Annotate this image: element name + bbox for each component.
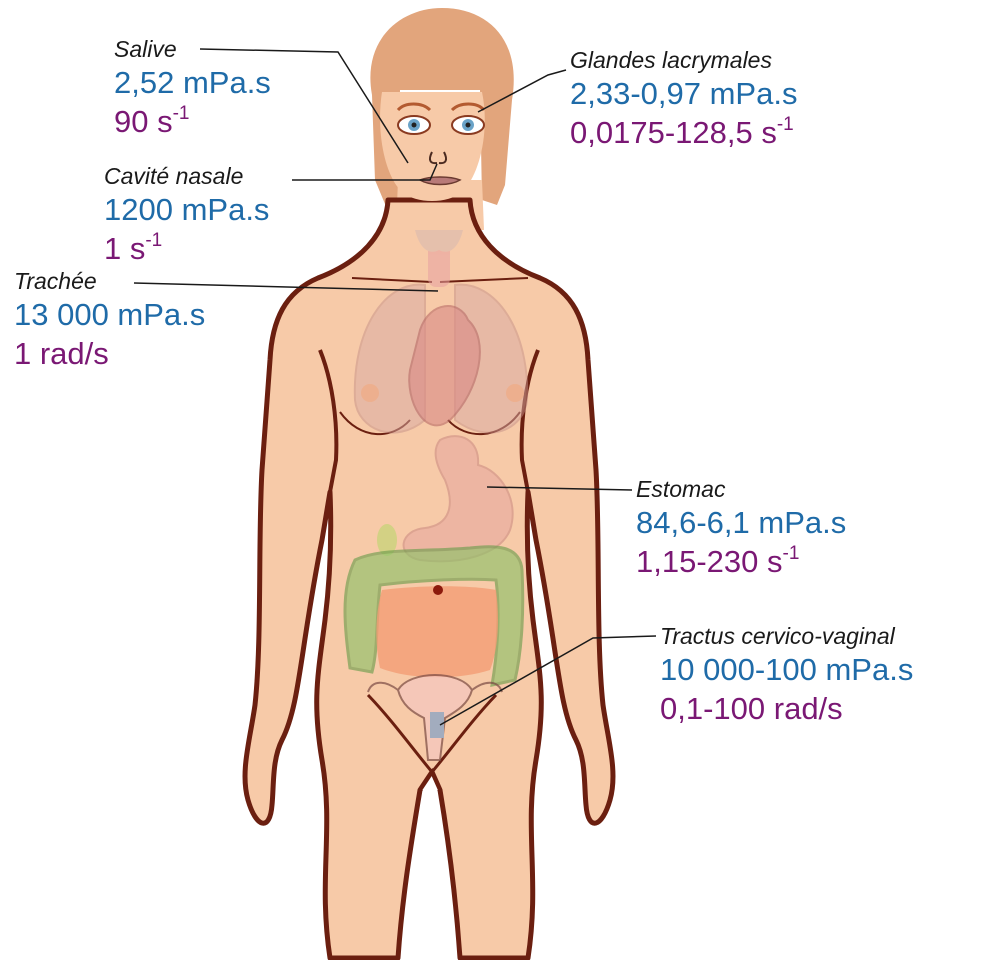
viscosity-value: 2,52 mPa.s [114, 67, 271, 98]
annotation-vaginal: Tractus cervico-vaginal 10 000-100 mPa.s… [660, 625, 913, 724]
viscosity-value: 10 000-100 mPa.s [660, 654, 913, 685]
shear-rate-text: 1 s [104, 231, 145, 266]
shear-rate-value: 1 s-1 [104, 233, 269, 264]
viscosity-value: 1200 mPa.s [104, 194, 269, 225]
nipple-right [506, 384, 524, 402]
shear-rate-text: 90 s [114, 104, 173, 139]
shear-rate-exponent: -1 [145, 230, 162, 251]
viscosity-value: 84,6-6,1 mPa.s [636, 507, 846, 538]
small-intestine [376, 586, 498, 677]
shear-rate-text: 0,0175-128,5 s [570, 115, 777, 150]
viscosity-value: 13 000 mPa.s [14, 299, 205, 330]
shear-rate-exponent: -1 [173, 103, 190, 124]
organ-label: Glandes lacrymales [570, 49, 797, 72]
shear-rate-value: 0,0175-128,5 s-1 [570, 117, 797, 148]
shear-rate-text: 1 rad/s [14, 336, 109, 371]
shear-rate-text: 0,1-100 rad/s [660, 691, 843, 726]
organ-label: Salive [114, 38, 271, 61]
shear-rate-value: 1,15-230 s-1 [636, 546, 846, 577]
shear-rate-exponent: -1 [777, 114, 794, 135]
annotation-trachee: Trachée 13 000 mPa.s 1 rad/s [14, 270, 205, 369]
navel [433, 585, 443, 595]
pupil-left [412, 123, 417, 128]
shear-rate-value: 1 rad/s [14, 338, 205, 369]
annotation-lacrymal: Glandes lacrymales 2,33-0,97 mPa.s 0,017… [570, 49, 797, 148]
organ-label: Trachée [14, 270, 205, 293]
pupil-right [466, 123, 471, 128]
shear-rate-text: 1,15-230 s [636, 544, 783, 579]
nipple-left [361, 384, 379, 402]
viscosity-value: 2,33-0,97 mPa.s [570, 78, 797, 109]
organ-label: Estomac [636, 478, 846, 501]
organ-label: Cavité nasale [104, 165, 269, 188]
annotation-nasal: Cavité nasale 1200 mPa.s 1 s-1 [104, 165, 269, 264]
shear-rate-value: 90 s-1 [114, 106, 271, 137]
annotation-salive: Salive 2,52 mPa.s 90 s-1 [114, 38, 271, 137]
shear-rate-value: 0,1-100 rad/s [660, 693, 913, 724]
organ-label: Tractus cervico-vaginal [660, 625, 913, 648]
shear-rate-exponent: -1 [783, 543, 800, 564]
annotation-estomac: Estomac 84,6-6,1 mPa.s 1,15-230 s-1 [636, 478, 846, 577]
